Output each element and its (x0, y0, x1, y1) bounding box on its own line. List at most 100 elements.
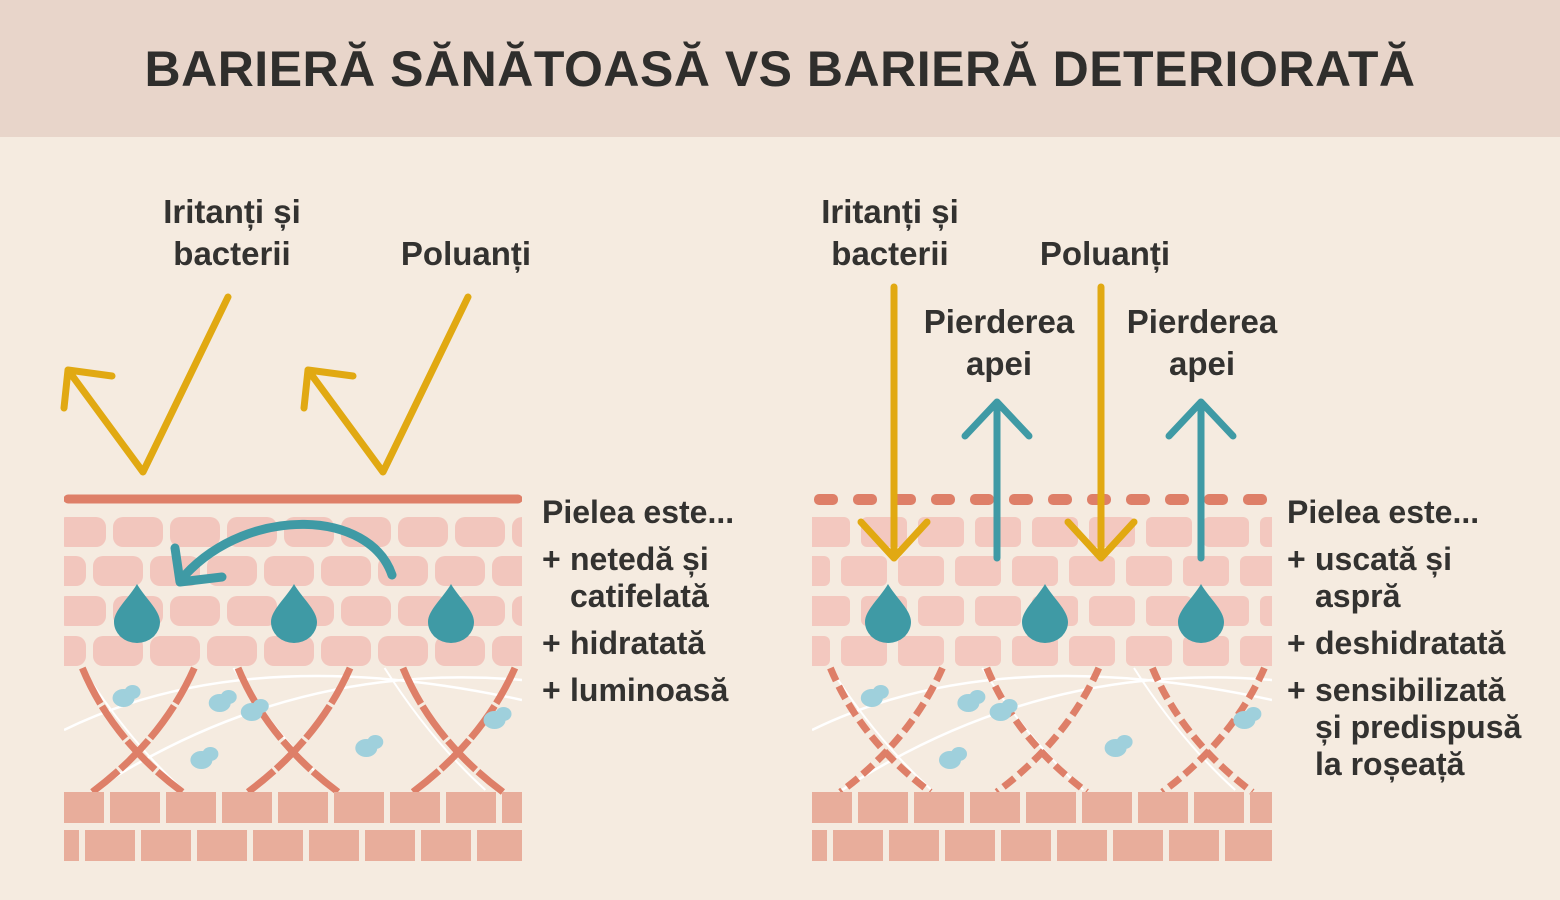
elastin-fiber (383, 667, 487, 791)
water-loss-arrow (961, 398, 1033, 562)
hyaluronic-blob (202, 747, 219, 761)
water-drop-icon (271, 584, 317, 643)
skin-cell (1260, 517, 1272, 547)
pollutants-label: Poluanți (1039, 235, 1171, 272)
page-title: BARIERĂ SĂNĂTOASĂ VS BARIERĂ DETERIORATĂ (144, 40, 1416, 97)
water-drop-icon (114, 584, 160, 643)
skin-cell (1069, 636, 1115, 666)
title-banner: BARIERĂ SĂNĂTOASĂ VS BARIERĂ DETERIORATĂ (0, 0, 1560, 137)
basal-cell (390, 792, 440, 823)
skin-cell (812, 636, 830, 666)
basal-cell (110, 792, 160, 823)
skin-cell (170, 517, 220, 547)
description-item: +deshidratată (1287, 625, 1506, 661)
irritants-label: Iritanți și bacterii (821, 193, 959, 272)
description-item: +sensibilizată și predispusă la roșeață (1287, 672, 1522, 782)
basal-cell (197, 830, 247, 861)
skin-cell (455, 517, 505, 547)
skin-cell (1126, 636, 1172, 666)
pollutant-deflect-arrow (300, 293, 472, 476)
hyaluronic-blob (220, 690, 237, 704)
moisture-retention-arrow (170, 519, 397, 587)
elastin-fiber (841, 676, 1272, 792)
broken-barrier-segment (931, 494, 955, 505)
collagen-fiber (399, 666, 506, 795)
skin-cell (435, 556, 485, 586)
skin-cell (170, 596, 220, 626)
skin-cell (1069, 556, 1115, 586)
collagen-fiber (1149, 666, 1255, 795)
skin-cell (227, 596, 277, 626)
basal-cell (812, 792, 852, 823)
elastin-fiber (64, 674, 522, 732)
basal-cell (1082, 792, 1132, 823)
skin-cell (812, 517, 850, 547)
water-drop-icon (865, 584, 911, 643)
basal-cell (858, 792, 908, 823)
broken-barrier-segment (1243, 494, 1267, 505)
irritant-deflect-arrow (60, 293, 232, 476)
skin-cell (321, 636, 371, 666)
basal-cell (812, 830, 827, 861)
elastin-fiber (812, 674, 1272, 732)
skin-cell (264, 636, 314, 666)
collagen-fiber (838, 666, 946, 795)
skin-cell (1183, 636, 1229, 666)
skin-cell (378, 636, 428, 666)
skin-cell (1012, 636, 1058, 666)
skin-cell (841, 636, 887, 666)
collagen-fiber (90, 666, 198, 795)
skin-cell (492, 636, 522, 666)
basal-cell (502, 792, 522, 823)
skin-cell (512, 596, 522, 626)
skin-cell (1240, 556, 1272, 586)
hyaluronic-blob (495, 707, 512, 721)
skin-cell (341, 596, 391, 626)
basal-cell (945, 830, 995, 861)
dermis-fibers (812, 666, 1272, 795)
basal-cell (334, 792, 384, 823)
skin-cell (955, 556, 1001, 586)
broken-barrier-segment (892, 494, 916, 505)
skin-cell (512, 517, 522, 547)
skin-cell (1146, 517, 1192, 547)
collagen-fiber (410, 666, 519, 795)
skin-cell (64, 517, 106, 547)
collagen-fiber (234, 666, 341, 795)
basal-cell (421, 830, 471, 861)
dermis-fibers (64, 666, 522, 795)
description-item: +luminoasă (542, 672, 729, 708)
broken-barrier-segment (1126, 494, 1150, 505)
hyaluronic-blob (872, 685, 889, 699)
collagen-fiber (994, 666, 1102, 795)
irritants-label: Iritanți și bacterii (163, 193, 301, 272)
healthy-description: Pielea este... +netedă și catifelată +hi… (542, 494, 734, 709)
water-drop-icon (1022, 584, 1068, 643)
collagen-fiber (245, 666, 354, 795)
hyaluronic-blob (1245, 707, 1262, 721)
skin-cell (1260, 596, 1272, 626)
basal-cell (222, 792, 272, 823)
healthy-skin-diagram (64, 494, 522, 861)
skin-cell (1089, 596, 1135, 626)
water-drop-icon (428, 584, 474, 643)
skin-cell (898, 556, 944, 586)
hyaluronic-blob (951, 747, 967, 761)
skin-cell (398, 517, 448, 547)
broken-barrier-segment (814, 494, 838, 505)
water-loss-arrow (1165, 398, 1237, 562)
basal-cell (85, 830, 135, 861)
skin-cell (321, 556, 371, 586)
collagen-fiber (79, 666, 185, 795)
basal-cell (166, 792, 216, 823)
pollutant-penetrate-arrow (1064, 283, 1138, 562)
basal-cell (446, 792, 496, 823)
skin-cell (1240, 636, 1272, 666)
basal-cell (1001, 830, 1051, 861)
basal-cell (833, 830, 883, 861)
basal-cell (253, 830, 303, 861)
skin-cell (1183, 556, 1229, 586)
basal-cell (889, 830, 939, 861)
broken-barrier-segment (970, 494, 994, 505)
